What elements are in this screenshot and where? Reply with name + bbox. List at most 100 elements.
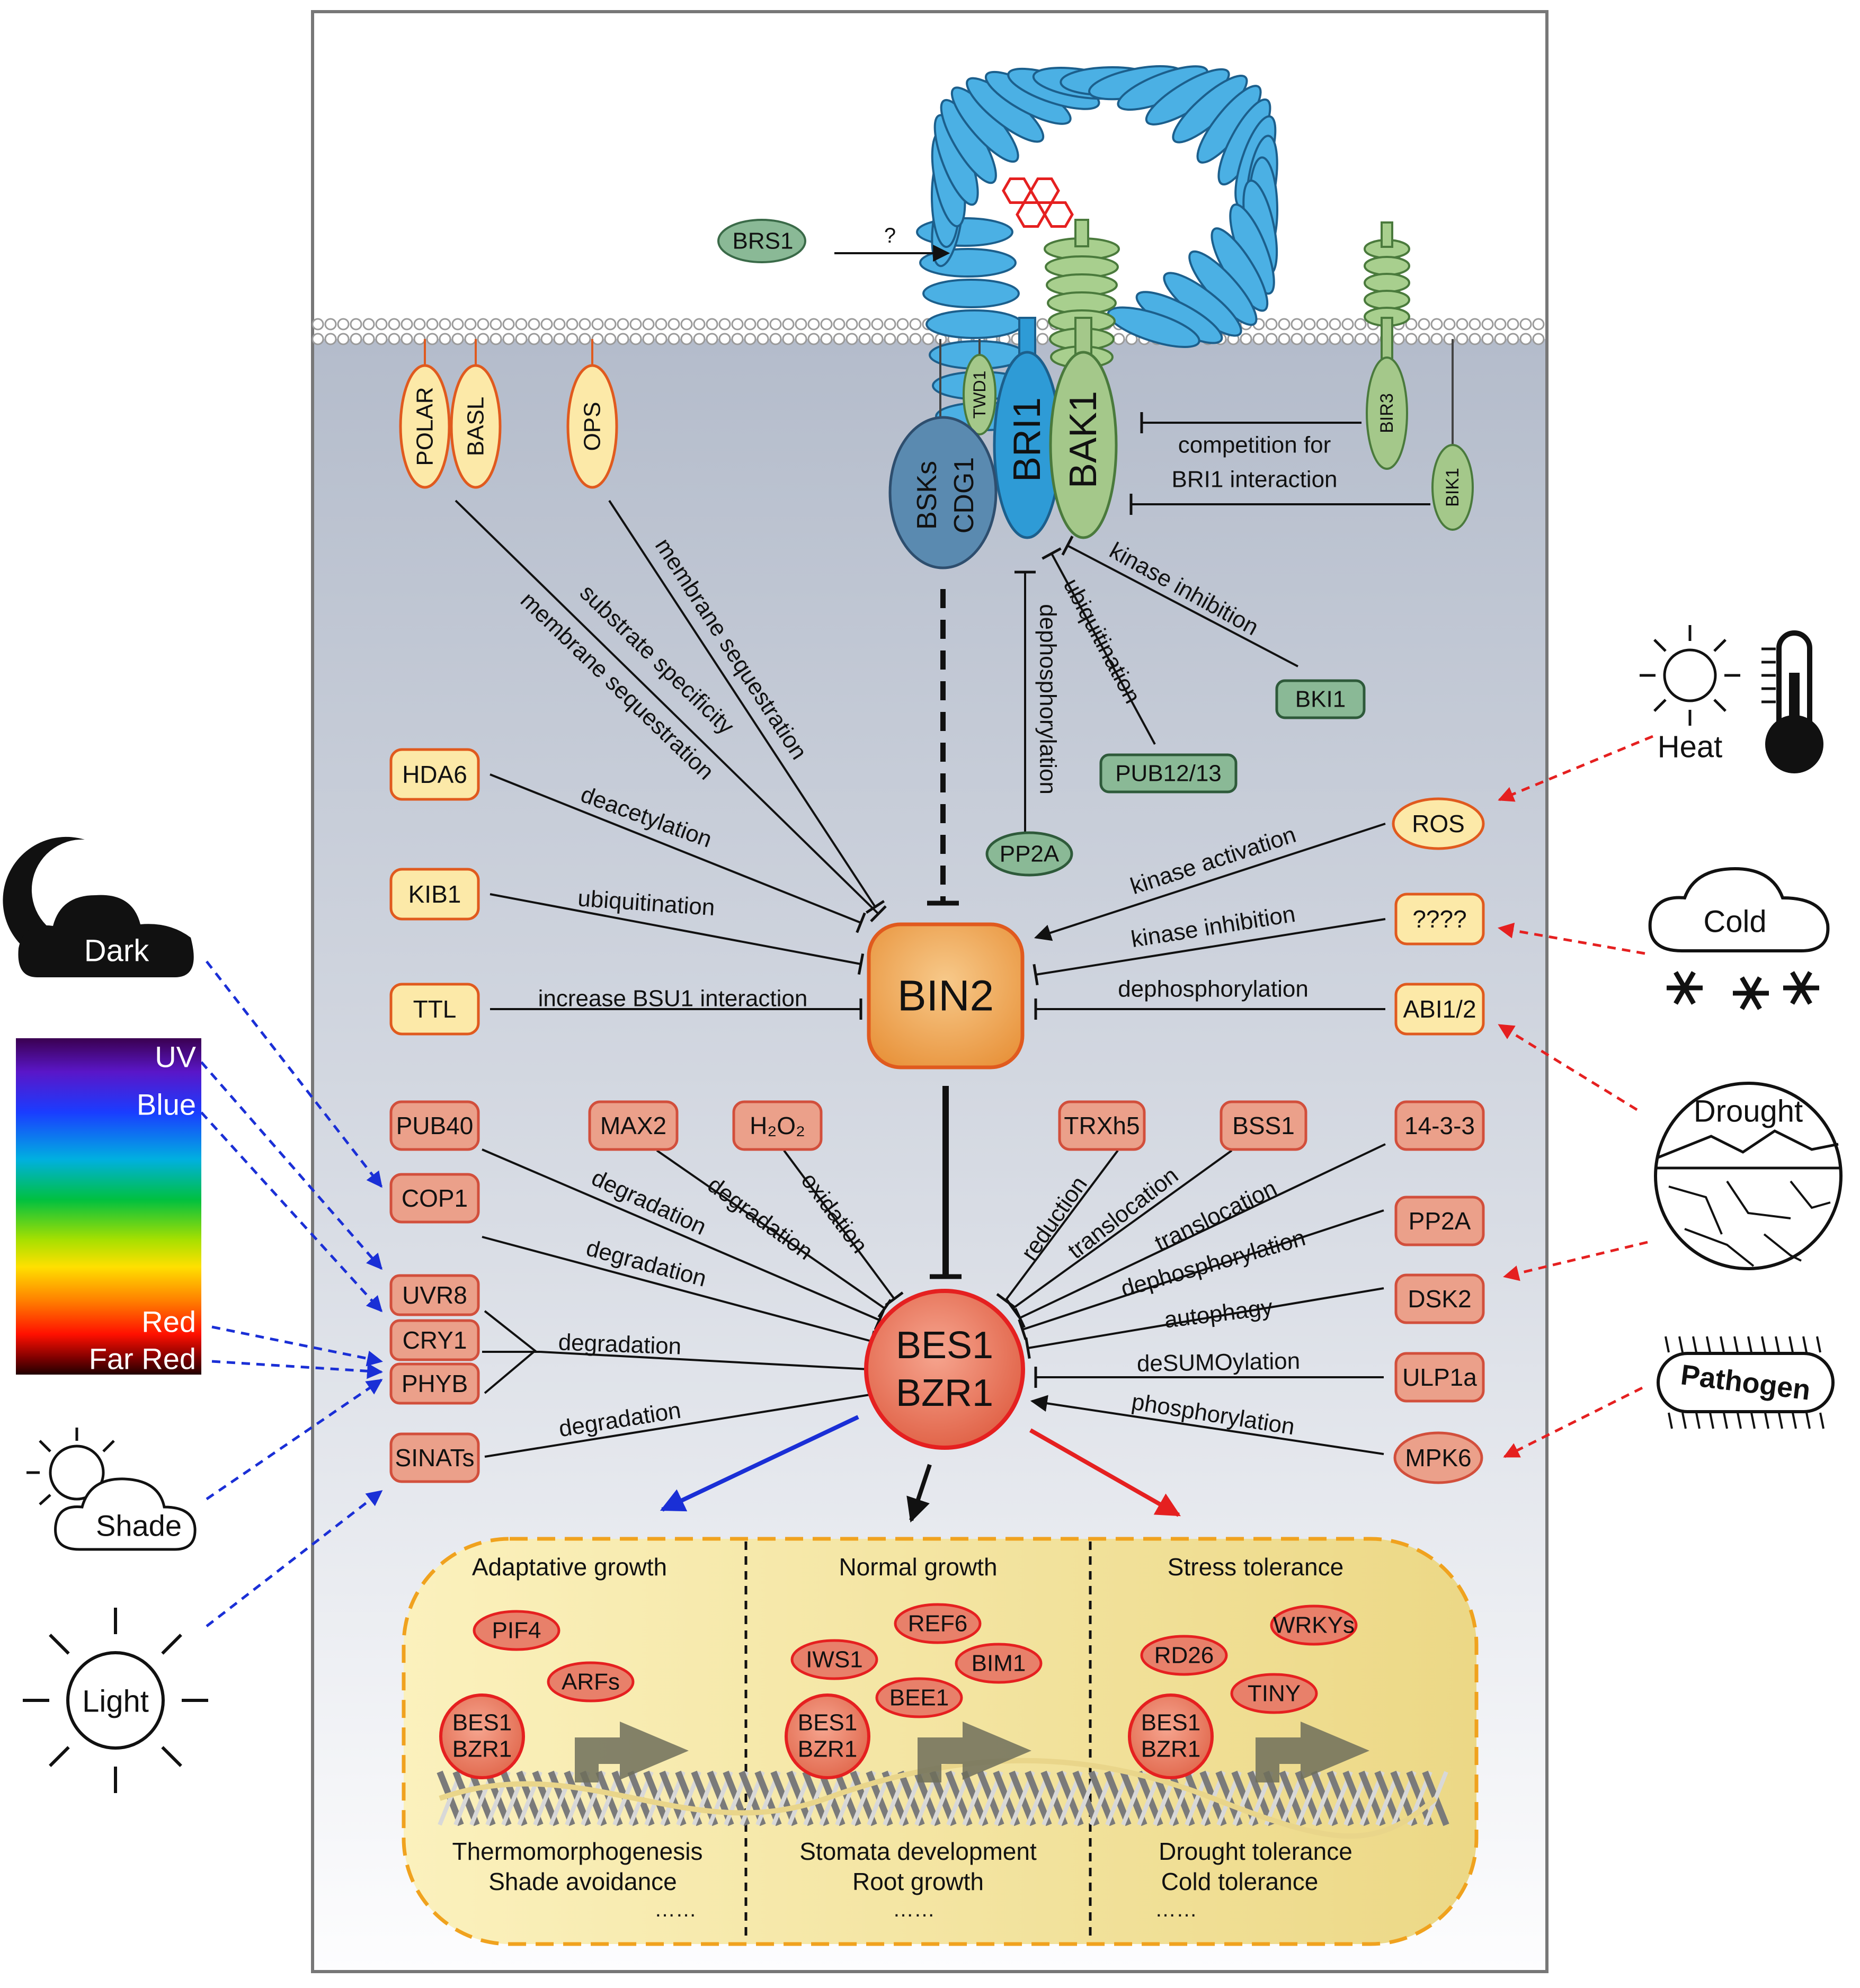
pathogen-arrow <box>1503 1386 1643 1458</box>
lipid-head <box>1418 333 1430 345</box>
effect-1: Root growth <box>852 1868 984 1895</box>
lipid-head <box>413 318 426 331</box>
pathogen-pili <box>1792 1412 1797 1429</box>
lipid-head <box>680 318 693 331</box>
bin2-left-0-label: HDA6 <box>402 761 467 788</box>
tf-bzr1-label: BZR1 <box>1141 1736 1200 1762</box>
bir3-label: BIR3 <box>1377 393 1397 433</box>
lipid-head <box>846 318 858 331</box>
cop1-line <box>482 1236 876 1352</box>
lipid-head <box>312 333 324 345</box>
pathogen-pili <box>1802 1336 1808 1353</box>
normal-arrow <box>906 1464 932 1523</box>
lipid-head <box>731 318 744 331</box>
dephos-label: dephosphorylation <box>1035 604 1061 795</box>
lipid-head <box>1405 318 1418 331</box>
lipid-head <box>591 318 604 331</box>
bes1-left-1-label: UVR8 <box>402 1281 467 1309</box>
section-title-0: Adaptative growth <box>472 1553 667 1581</box>
lipid-head <box>1494 333 1507 345</box>
lipid-head <box>909 318 922 331</box>
lipid-head <box>782 318 795 331</box>
section-title-1: Normal growth <box>839 1553 997 1581</box>
lipid-head <box>464 318 477 331</box>
far-red-label: Far Red <box>89 1342 196 1376</box>
bin2-right-line <box>1033 918 1386 986</box>
lipid-head <box>642 318 655 331</box>
shade-sun-icon <box>49 1445 105 1501</box>
lipid-head <box>820 333 833 345</box>
lipid-head <box>388 333 401 345</box>
competition-label-1: competition for <box>1178 432 1331 458</box>
lipid-head <box>502 333 515 345</box>
lipid-head <box>604 333 617 345</box>
lipid-head <box>909 333 922 345</box>
lipid-head <box>833 333 846 345</box>
tf-bzr1-label: BZR1 <box>452 1736 512 1762</box>
bin2-left-1-label: KIB1 <box>408 880 461 908</box>
polar-basl-line <box>455 500 887 923</box>
receptor-pp2a-shape <box>985 831 1073 877</box>
lipid-head <box>655 333 668 345</box>
pathogen-pili <box>1678 1336 1684 1353</box>
drought-icon <box>1654 1082 1843 1270</box>
bes1-topright-2-label: 14-3-3 <box>1404 1112 1475 1139</box>
bes1-topright-0-box <box>1058 1100 1146 1151</box>
pathogen-pili <box>1737 1412 1742 1429</box>
sun-ray <box>102 1440 115 1452</box>
heat-label: Heat <box>1658 730 1723 764</box>
drought-crack <box>1763 1233 1802 1262</box>
lipid-head <box>693 333 706 345</box>
sun-ray <box>49 1634 70 1655</box>
lipid-head <box>1532 333 1545 345</box>
lipid-head <box>540 318 553 331</box>
factor-label: BIM1 <box>972 1651 1026 1677</box>
bes1-left-0-label: COP1 <box>402 1184 468 1212</box>
lipid-head <box>1507 333 1519 345</box>
sun-ray <box>1653 699 1667 712</box>
lipid-head <box>795 333 807 345</box>
bsks-label: BSKs <box>912 461 942 530</box>
bin2-left-2-box <box>389 983 480 1036</box>
pub1213-box <box>1099 753 1238 794</box>
factor-label: BEE1 <box>889 1685 949 1711</box>
lipid-head <box>782 333 795 345</box>
bir3-kinase-domain <box>1366 356 1408 470</box>
sun-ray <box>39 1440 51 1452</box>
lipid-head <box>757 318 769 331</box>
bes1-right-line <box>1018 1209 1384 1340</box>
lipid-head <box>490 318 502 331</box>
pathogen-pili <box>1775 1336 1780 1353</box>
bir3-lrr-repeat <box>1364 273 1410 293</box>
bir3-stalk <box>1381 221 1393 248</box>
bin2-right-1-label: ???? <box>1412 905 1466 933</box>
basl-label: BASL <box>463 397 489 457</box>
lipid-head <box>1443 318 1456 331</box>
bes1-topleft-0-box <box>389 1100 480 1151</box>
bes1-right-2-box <box>1394 1352 1485 1403</box>
lipid-head <box>1532 318 1545 331</box>
drought-crack <box>1790 1180 1831 1209</box>
bes1-right-2-label: ULP1a <box>1402 1363 1477 1391</box>
tf-bes1-shape <box>1128 1693 1214 1779</box>
lipid-head <box>629 333 642 345</box>
lipid-head <box>1469 318 1481 331</box>
pathogen-pili <box>1819 1412 1825 1429</box>
lipid-head <box>820 318 833 331</box>
lipid-head <box>833 318 846 331</box>
lipid-head <box>922 333 935 345</box>
factor-label: ARFs <box>562 1669 620 1695</box>
lipid-head <box>1469 333 1481 345</box>
bes1-left-2-box <box>389 1319 480 1361</box>
bik1-shape <box>1431 444 1474 531</box>
factor-label: RD26 <box>1154 1643 1214 1669</box>
tf-bes1-shape <box>785 1693 870 1779</box>
lipid-head <box>464 333 477 345</box>
pathogen-icon <box>1657 1352 1835 1413</box>
lipid-head <box>896 333 909 345</box>
drought-pp2a-arrow <box>1503 1241 1648 1281</box>
receptor-pp2a-label: PP2A <box>1000 841 1060 867</box>
lipid-head <box>566 333 579 345</box>
lipid-head <box>1252 333 1265 345</box>
